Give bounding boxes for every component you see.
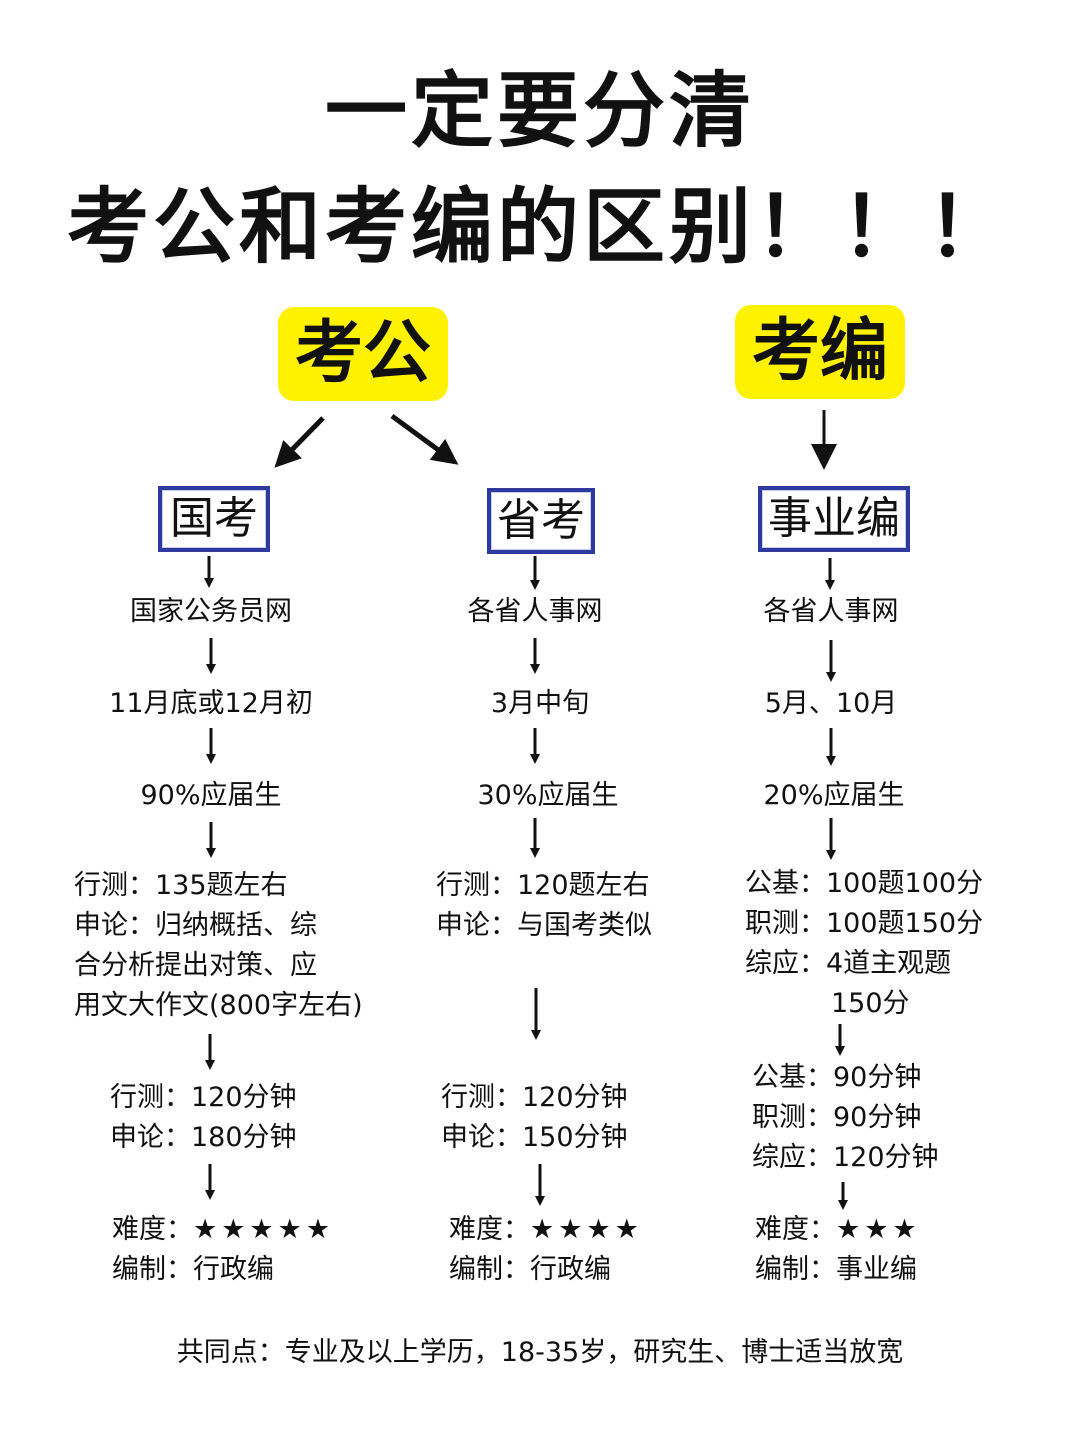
col3-ratio: 20%应届生: [763, 780, 905, 811]
col3-bianzhi: 编制：事业编: [755, 1254, 917, 1285]
col3-duration-line: 综应：120分钟: [752, 1142, 939, 1173]
shengkao-box: 省考: [487, 488, 595, 554]
col1-content-line: 行测：135题左右: [74, 870, 288, 901]
col2-duration: 行测：120分钟 申论：150分钟: [441, 1078, 628, 1158]
col3-content-line: 职测：100题150分: [745, 908, 984, 939]
col2-difficulty-label: 难度：: [449, 1214, 530, 1245]
shiyebian-box: 事业编: [758, 486, 910, 552]
col1-duration-line: 行测：120分钟: [110, 1082, 297, 1113]
col1-difficulty-label: 难度：: [112, 1214, 193, 1245]
guokao-box: 国考: [158, 486, 270, 552]
col2-duration-line: 行测：120分钟: [441, 1082, 628, 1113]
col2-content: 行测：120题左右 申论：与国考类似: [436, 866, 652, 946]
col3-duration-line: 职测：90分钟: [752, 1102, 922, 1133]
col2-bianzhi: 编制：行政编: [449, 1254, 611, 1285]
col3-difficulty-label: 难度：: [755, 1214, 836, 1245]
col2-time: 3月中旬: [490, 688, 590, 719]
col1-bianzhi: 编制：行政编: [112, 1254, 274, 1285]
col3-duration: 公基：90分钟 职测：90分钟 综应：120分钟: [752, 1058, 939, 1178]
col1-meta: 难度：★★★★★ 编制：行政编: [112, 1210, 334, 1290]
col1-content-line: 申论：归纳概括、综: [74, 910, 317, 941]
col1-content: 行测：135题左右 申论：归纳概括、综 合分析提出对策、应 用文大作文(800字…: [74, 866, 363, 1026]
col2-content-line: 行测：120题左右: [436, 870, 650, 901]
col3-duration-line: 公基：90分钟: [752, 1062, 922, 1093]
col3-content-line: 150分: [831, 988, 910, 1019]
col2-difficulty-stars: ★★★★: [530, 1214, 643, 1245]
col3-meta: 难度：★★★ 编制：事业编: [755, 1210, 921, 1290]
col3-time: 5月、10月: [764, 688, 898, 719]
title-line-1: 一定要分清: [324, 64, 755, 159]
col1-ratio: 90%应届生: [140, 780, 282, 811]
title-line-2: 考公和考编的区别！！！: [66, 180, 1013, 275]
col1-site: 国家公务员网: [130, 596, 292, 627]
col3-difficulty-stars: ★★★: [836, 1214, 921, 1245]
col3-content: 公基：100题100分 职测：100题150分 综应：4道主观题 150分: [745, 864, 983, 1024]
col2-ratio: 30%应届生: [477, 780, 619, 811]
col1-content-line: 合分析提出对策、应: [74, 950, 317, 981]
kaobian-label: 考编: [735, 305, 905, 399]
col1-time: 11月底或12月初: [109, 688, 313, 719]
col2-duration-line: 申论：150分钟: [441, 1122, 628, 1153]
col2-content-line: 申论：与国考类似: [436, 910, 652, 941]
col1-content-line: 用文大作文(800字左右): [74, 990, 363, 1021]
col3-content-line: 综应：4道主观题: [745, 948, 952, 979]
col3-site: 各省人事网: [763, 596, 899, 627]
col1-duration: 行测：120分钟 申论：180分钟: [110, 1078, 297, 1158]
footer-common-points: 共同点：专业及以上学历，18-35岁，研究生、博士适当放宽: [176, 1337, 904, 1368]
arrow-to-shengkao: [390, 413, 459, 465]
col2-meta: 难度：★★★★ 编制：行政编: [449, 1210, 643, 1290]
col3-content-line: 公基：100题100分: [745, 868, 984, 899]
col2-site: 各省人事网: [467, 596, 603, 627]
col1-difficulty-stars: ★★★★★: [193, 1214, 335, 1245]
kaogong-label: 考公: [278, 307, 448, 401]
arrow-to-guokao: [274, 416, 325, 468]
col1-duration-line: 申论：180分钟: [110, 1122, 297, 1153]
